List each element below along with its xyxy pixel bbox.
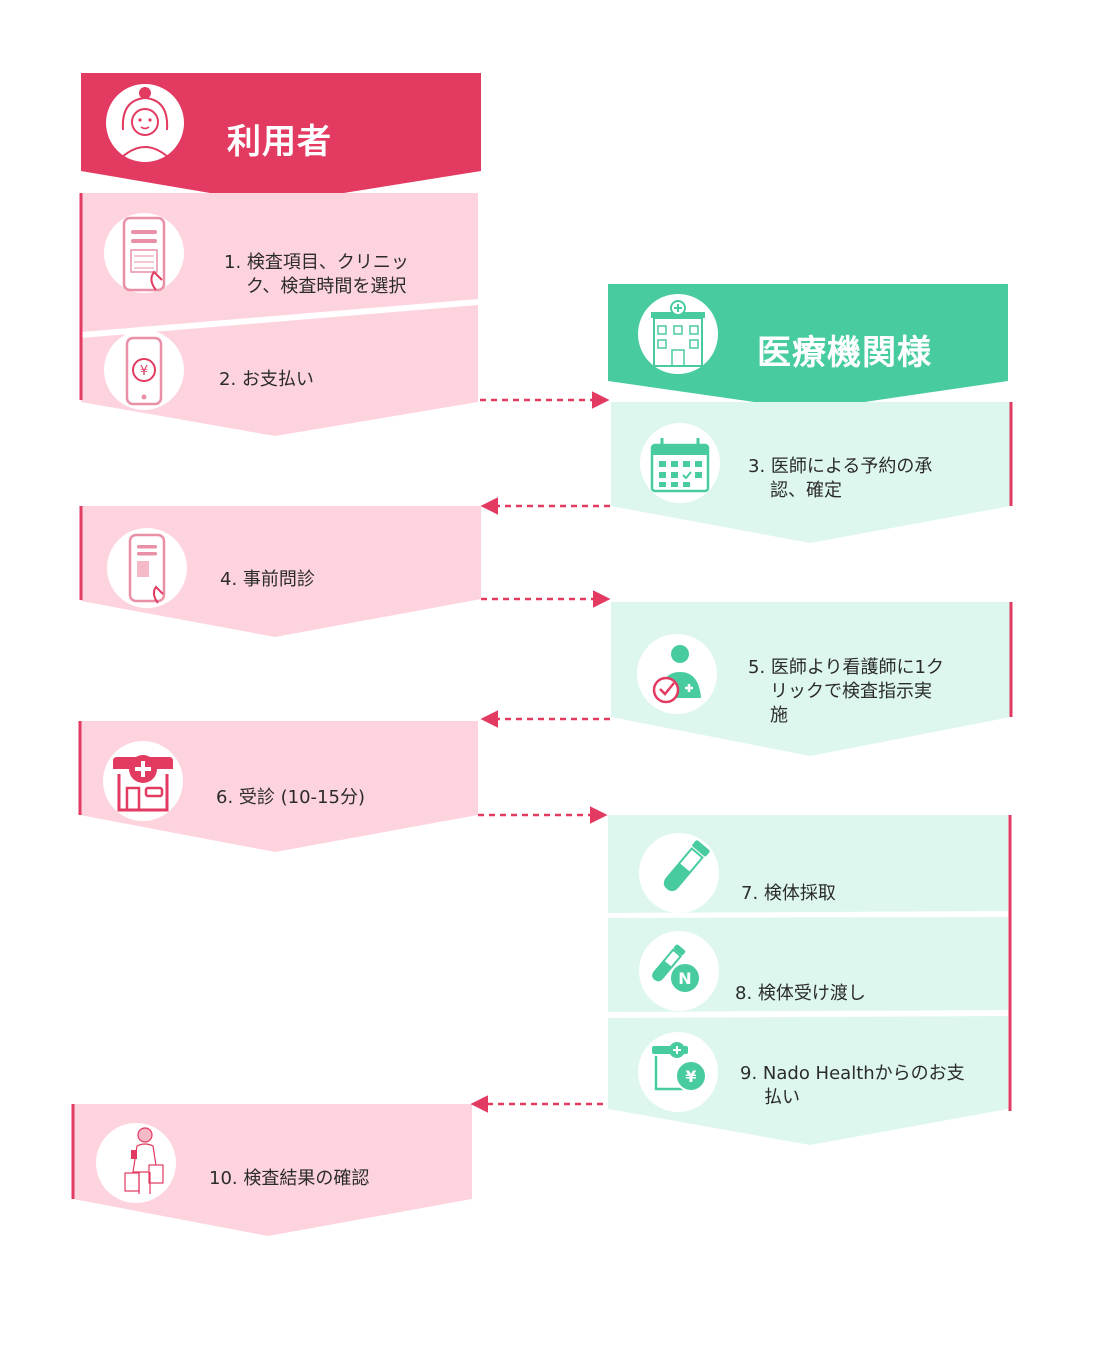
hospital-building-icon xyxy=(638,294,718,374)
step-7-label: 7. 検体採取 xyxy=(741,883,836,904)
clinic-yen-icon: ¥ xyxy=(638,1032,718,1112)
clinic-step-3-block xyxy=(611,402,1011,543)
user-step-4-block xyxy=(81,506,481,637)
step-1-label: 1. 検査項目、クリニッ ク、検査時間を選択 xyxy=(224,252,409,297)
svg-text:N: N xyxy=(678,969,691,988)
user-step-10-block xyxy=(73,1104,472,1236)
user-step-2-block xyxy=(81,305,478,436)
step-2-label: 2. お支払い xyxy=(219,369,314,390)
doctor-check-icon xyxy=(637,634,717,714)
svg-text:¥: ¥ xyxy=(685,1067,696,1086)
phone-yen-icon: ¥ xyxy=(104,330,184,410)
user-step-6-block xyxy=(80,721,478,852)
step-5-label: 5. 医師より看護師に1ク リックで検査指示実 施 xyxy=(748,657,944,726)
calendar-icon xyxy=(640,423,720,503)
step-3-label: 3. 医師による予約の承 認、確定 xyxy=(748,456,933,501)
tube-n-icon: N xyxy=(639,931,719,1011)
user-step-1-block xyxy=(81,193,478,332)
step-4-label: 4. 事前問診 xyxy=(220,569,315,590)
phone-form-icon xyxy=(107,528,187,608)
svg-text:¥: ¥ xyxy=(140,364,148,379)
clinic-cross-icon xyxy=(103,741,183,821)
step-9-label: 9. Nado Healthからのお支 払い xyxy=(740,1063,965,1108)
user-lane-title: 利用者 xyxy=(227,122,332,162)
woman-avatar-icon xyxy=(104,82,186,164)
test-tube-icon xyxy=(639,833,719,913)
clinic-lane-title: 医療機関様 xyxy=(757,333,932,373)
step-10-label: 10. 検査結果の確認 xyxy=(209,1168,370,1189)
phone-calendar-icon xyxy=(104,213,184,293)
step-6-label: 6. 受診 (10-15分) xyxy=(216,787,365,808)
step-8-label: 8. 検体受け渡し xyxy=(735,983,866,1004)
clinic-step-5-block xyxy=(611,602,1011,756)
woman-phone-icon xyxy=(96,1123,176,1203)
